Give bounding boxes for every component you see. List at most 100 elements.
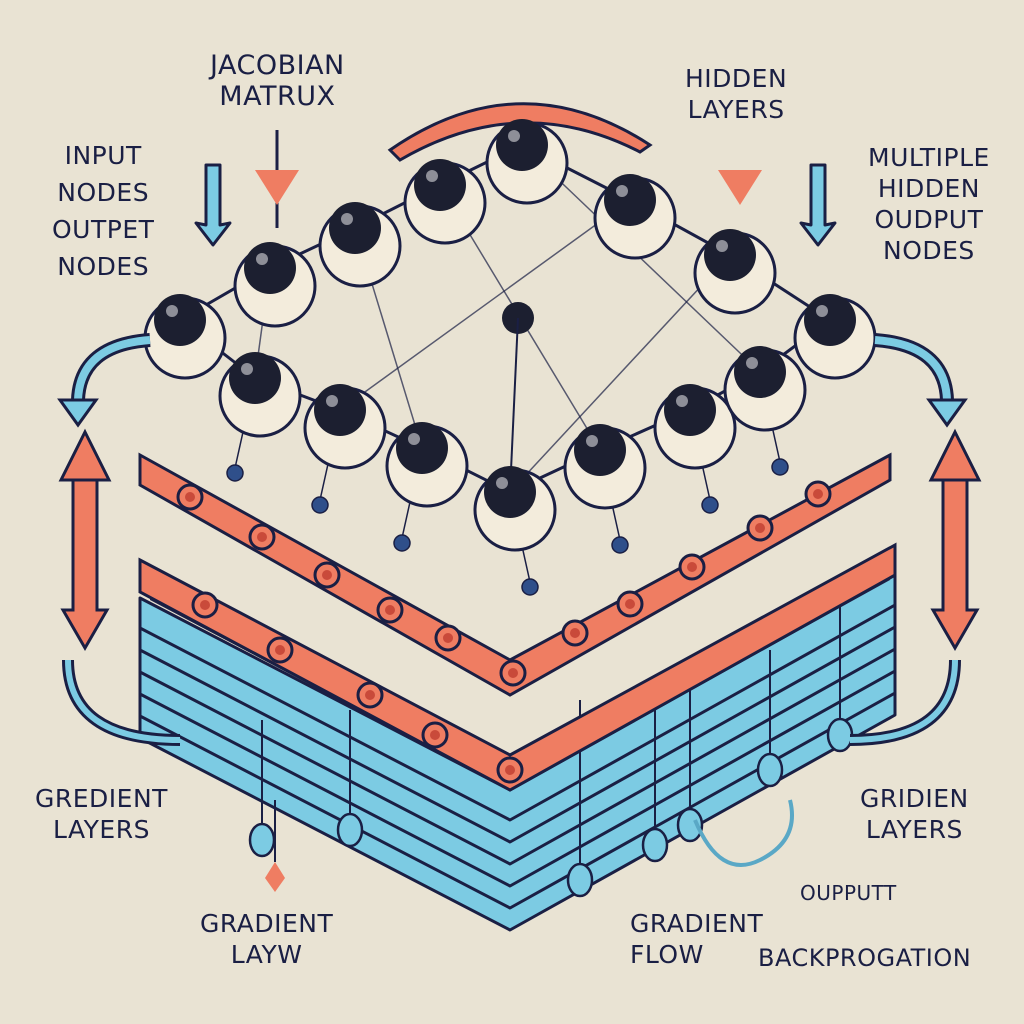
drip-node [826,717,854,753]
label-line: NODES [57,252,150,281]
node-highlight [341,213,353,225]
label-output: OUPPUTT [800,881,897,905]
label-line: INPUT [64,141,142,170]
drip-node [566,862,594,898]
blue-arrowhead-icon [57,398,99,428]
label-line: NODES [883,236,975,265]
small-node [611,536,629,554]
label-line: FLOW [630,940,704,969]
label-line: LAYW [230,940,303,969]
node-highlight [408,433,420,445]
label-line: GREDIENT [35,784,168,813]
label-hidden-layers: HIDDEN LAYERS [685,63,787,125]
orange-node-core [625,599,635,609]
orange-node-core [755,523,765,533]
salmon-diamond-icon [265,862,285,892]
node-highlight [586,435,598,447]
salmon-down-arrow-icon [255,170,299,205]
label-line: NODES [57,178,150,207]
node-core [229,352,281,404]
node-core [244,242,296,294]
node-core [496,119,548,171]
node-highlight [426,170,438,182]
small-node [701,496,719,514]
small-node [771,458,789,476]
node-core [484,466,536,518]
label-line: OUTPET [52,215,155,244]
label-line: HIDDEN [877,174,980,203]
orange-bands [138,102,897,792]
label-backpropagation: BACKPROGATION [758,944,972,972]
center-line [509,317,519,493]
blue-curve-arrow-icon [874,336,951,401]
label-gradient-layers-right: GRIDIEN LAYERS [860,783,969,845]
node-highlight [256,253,268,265]
node-core [734,346,786,398]
label-input-output-nodes: INPUT NODES OUTPET NODES [52,140,154,282]
node-highlight [326,395,338,407]
orange-node-core [813,489,823,499]
top-arc [387,102,653,162]
node-highlight [241,363,253,375]
node-core [804,294,856,346]
node-highlight [616,185,628,197]
blue-bottom-curve-icon [849,659,958,743]
node-core [604,174,656,226]
blue-arrowhead-icon [926,398,968,428]
small-node [521,578,539,596]
label-multiple-hidden: MULTIPLE HIDDEN OUDPUT NODES [868,142,990,266]
label-line: LAYERS [865,815,963,844]
label-gradient-layers-left: GREDIENT LAYERS [35,783,168,845]
salmon-vertical-arrow-icon [930,478,980,651]
blue-bottom-curve-icon [65,659,181,743]
orange-node-core [443,633,453,643]
node-core [664,384,716,436]
orange-node-core [185,492,195,502]
drip-node [676,807,704,843]
orange-node-core [200,600,210,610]
label-line: JACOBIAN [210,50,345,81]
drip-node [336,812,364,848]
blue-curve-arrow-icon [74,336,151,401]
drip-node [641,827,669,863]
small-node [311,496,329,514]
node-core [574,424,626,476]
node-core [414,159,466,211]
connection [339,199,631,411]
node-highlight [496,477,508,489]
orange-node-core [365,690,375,700]
node-core [329,202,381,254]
orange-node-core [687,562,697,572]
label-line: HIDDEN [685,64,788,93]
node-highlight [746,357,758,369]
blue-down-arrow-icon [799,163,837,247]
drip-node [248,822,276,858]
salmon-down-arrow-icon [718,170,762,205]
label-gradient-layw: GRADIENT LAYW [200,908,333,970]
salmon-arrowhead-icon [928,428,982,482]
node-highlight [676,395,688,407]
label-line: GRADIENT [630,909,764,938]
label-line: MATRUX [219,81,336,112]
salmon-vertical-arrow-icon [60,478,110,651]
label-line: OUDPUT [874,205,984,234]
blue-down-arrow-icon [194,163,232,247]
node-core [396,422,448,474]
orange-node-core [505,765,515,775]
connection [509,254,731,493]
orange-node-core [257,532,267,542]
label-gradient-flow: GRADIENT FLOW [630,908,763,970]
label-line: LAYERS [687,95,785,124]
node-highlight [816,305,828,317]
orange-node-core [385,605,395,615]
label-jacobian-matrix: JACOBIAN MATRUX [210,50,345,112]
small-node [393,534,411,552]
node-core [704,229,756,281]
orange-node-core [508,668,518,678]
node-highlight [716,240,728,252]
drip-node [756,752,784,788]
node-highlight [166,305,178,317]
neuron-nodes [143,119,877,552]
label-line: GRADIENT [200,909,334,938]
